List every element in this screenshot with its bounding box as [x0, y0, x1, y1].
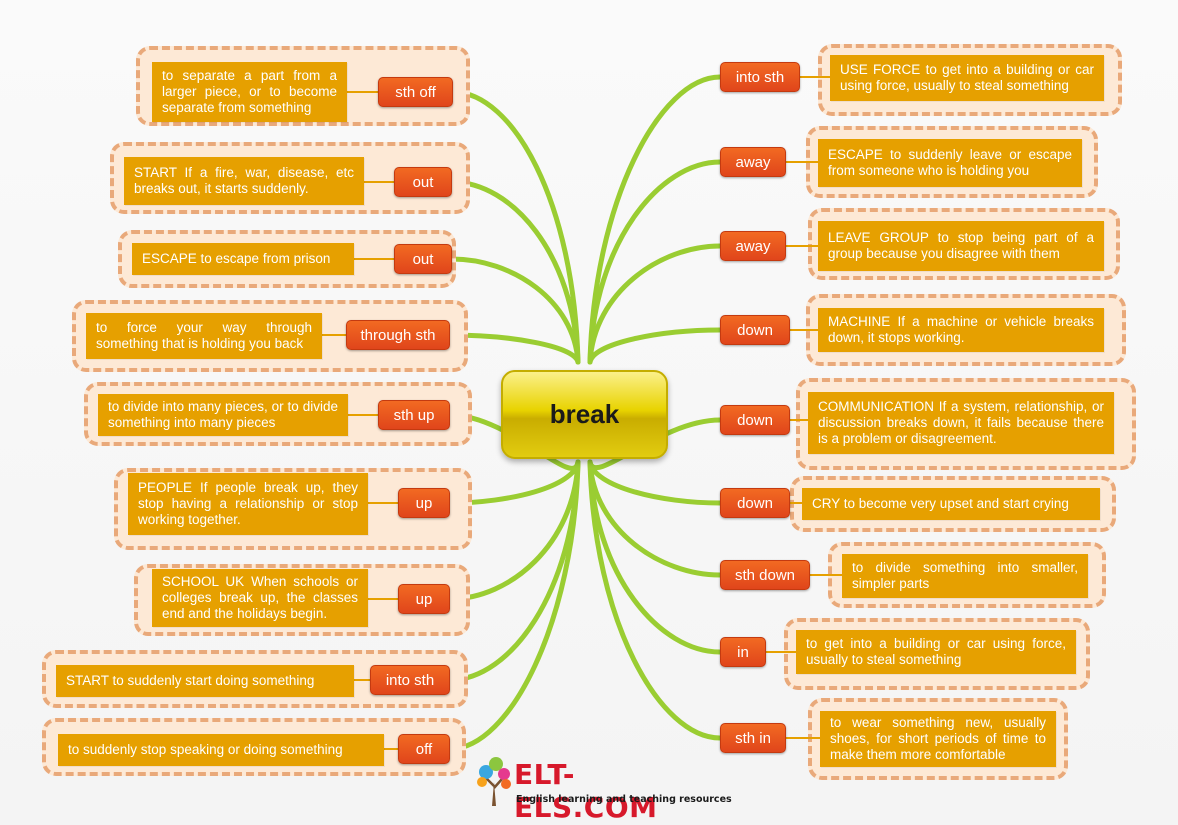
branch-right-3: [587, 243, 723, 365]
definition-box-left-9: to suddenly stop speaking or doing somet…: [58, 734, 384, 766]
definition-box-right-7: to divide something into smaller, simple…: [842, 554, 1088, 598]
particle-pill-left-3: out: [394, 244, 452, 274]
connector-left-7: [368, 598, 398, 600]
connector-right-4: [790, 329, 818, 331]
connector-left-8: [354, 679, 370, 681]
definition-box-left-4: to force your way through something that…: [86, 313, 322, 359]
particle-pill-right-4: down: [720, 315, 790, 345]
definition-text: to separate a part from a larger piece, …: [162, 68, 337, 115]
brand-name: ELT-ELS.COM: [514, 758, 658, 824]
particle-pill-right-9: sth in: [720, 723, 786, 753]
definition-text: to wear something new, usually shoes, fo…: [830, 715, 1046, 762]
connector-right-7: [810, 574, 842, 576]
definition-text: LEAVE GROUP to stop being part of a grou…: [828, 230, 1094, 261]
definition-text: ESCAPE to suddenly leave or escape from …: [828, 147, 1072, 178]
connector-right-3: [786, 245, 818, 247]
connector-left-3: [354, 258, 394, 260]
particle-pill-left-5: sth up: [378, 400, 450, 430]
definition-text: START to suddenly start doing something: [66, 673, 315, 688]
definition-text: to get into a building or car using forc…: [806, 636, 1066, 667]
definition-box-left-1: to separate a part from a larger piece, …: [152, 62, 347, 122]
definition-box-right-5: COMMUNICATION If a system, relationship,…: [808, 392, 1114, 454]
definition-box-left-8: START to suddenly start doing something: [56, 665, 354, 697]
branch-right-2: [587, 159, 723, 365]
connector-right-9: [786, 737, 820, 739]
branch-left-2: [449, 179, 581, 365]
definition-text: START If a fire, war, disease, etc break…: [134, 165, 354, 196]
definition-text: SCHOOL UK When schools or colleges break…: [162, 574, 358, 621]
connector-left-6: [368, 502, 398, 504]
definition-text: COMMUNICATION If a system, relationship,…: [818, 399, 1104, 446]
definition-text: ESCAPE to escape from prison: [142, 251, 331, 266]
particle-pill-left-2: out: [394, 167, 452, 197]
definition-box-left-5: to divide into many pieces, or to divide…: [98, 394, 348, 436]
particle-pill-left-9: off: [398, 734, 450, 764]
connector-right-5: [790, 419, 808, 421]
branch-right-1: [587, 74, 723, 365]
branch-left-3: [449, 256, 581, 365]
definition-box-right-3: LEAVE GROUP to stop being part of a grou…: [818, 221, 1104, 271]
connector-left-5: [348, 414, 378, 416]
definition-box-right-2: ESCAPE to suddenly leave or escape from …: [818, 139, 1082, 187]
particle-pill-right-2: away: [720, 147, 786, 177]
connector-left-1: [347, 91, 378, 93]
particle-pill-left-6: up: [398, 488, 450, 518]
central-node: break: [501, 370, 668, 459]
tree-icon: [477, 757, 511, 806]
particle-pill-left-1: sth off: [378, 77, 453, 107]
particle-pill-right-1: into sth: [720, 62, 800, 92]
definition-box-right-9: to wear something new, usually shoes, fo…: [820, 711, 1056, 767]
definition-text: to suddenly stop speaking or doing somet…: [68, 742, 343, 757]
connector-left-2: [364, 181, 394, 183]
connector-left-9: [384, 748, 398, 750]
definition-box-right-1: USE FORCE to get into a building or car …: [830, 55, 1104, 101]
particle-pill-right-5: down: [720, 405, 790, 435]
connector-right-8: [766, 651, 796, 653]
definition-text: MACHINE If a machine or vehicle breaks d…: [828, 314, 1094, 345]
definition-box-right-6: CRY to become very upset and start cryin…: [802, 488, 1100, 520]
particle-pill-left-7: up: [398, 584, 450, 614]
definition-text: USE FORCE to get into a building or car …: [840, 62, 1094, 93]
connector-right-2: [786, 161, 818, 163]
connector-left-4: [322, 334, 346, 336]
branch-left-4: [447, 332, 581, 365]
brand-tagline: English learning and teaching resources: [516, 794, 732, 805]
particle-pill-right-8: in: [720, 637, 766, 667]
definition-text: PEOPLE If people break up, they stop hav…: [138, 480, 358, 527]
definition-box-left-7: SCHOOL UK When schools or colleges break…: [152, 569, 368, 627]
definition-text: to force your way through something that…: [96, 320, 312, 351]
particle-pill-right-6: down: [720, 488, 790, 518]
branch-right-4: [587, 327, 723, 365]
definition-box-left-2: START If a fire, war, disease, etc break…: [124, 157, 364, 205]
connector-right-1: [800, 76, 830, 78]
particle-pill-left-8: into sth: [370, 665, 450, 695]
definition-box-left-3: ESCAPE to escape from prison: [132, 243, 354, 275]
definition-box-right-8: to get into a building or car using forc…: [796, 630, 1076, 674]
connector-right-6: [790, 502, 802, 504]
definition-box-right-4: MACHINE If a machine or vehicle breaks d…: [818, 308, 1104, 352]
definition-text: to divide something into smaller, simple…: [852, 560, 1078, 591]
definition-text: to divide into many pieces, or to divide…: [108, 399, 338, 430]
particle-pill-right-7: sth down: [720, 560, 810, 590]
particle-pill-left-4: through sth: [346, 320, 450, 350]
central-word: break: [549, 399, 620, 429]
branch-right-6: [587, 459, 723, 506]
definition-text: CRY to become very upset and start cryin…: [812, 496, 1069, 511]
particle-pill-right-3: away: [720, 231, 786, 261]
site-logo: ELT-ELS.COM English learning and teachin…: [474, 752, 732, 824]
definition-box-left-6: PEOPLE If people break up, they stop hav…: [128, 473, 368, 535]
branch-right-9: [587, 459, 723, 741]
branch-left-1: [450, 89, 581, 365]
branch-left-9: [447, 459, 581, 752]
